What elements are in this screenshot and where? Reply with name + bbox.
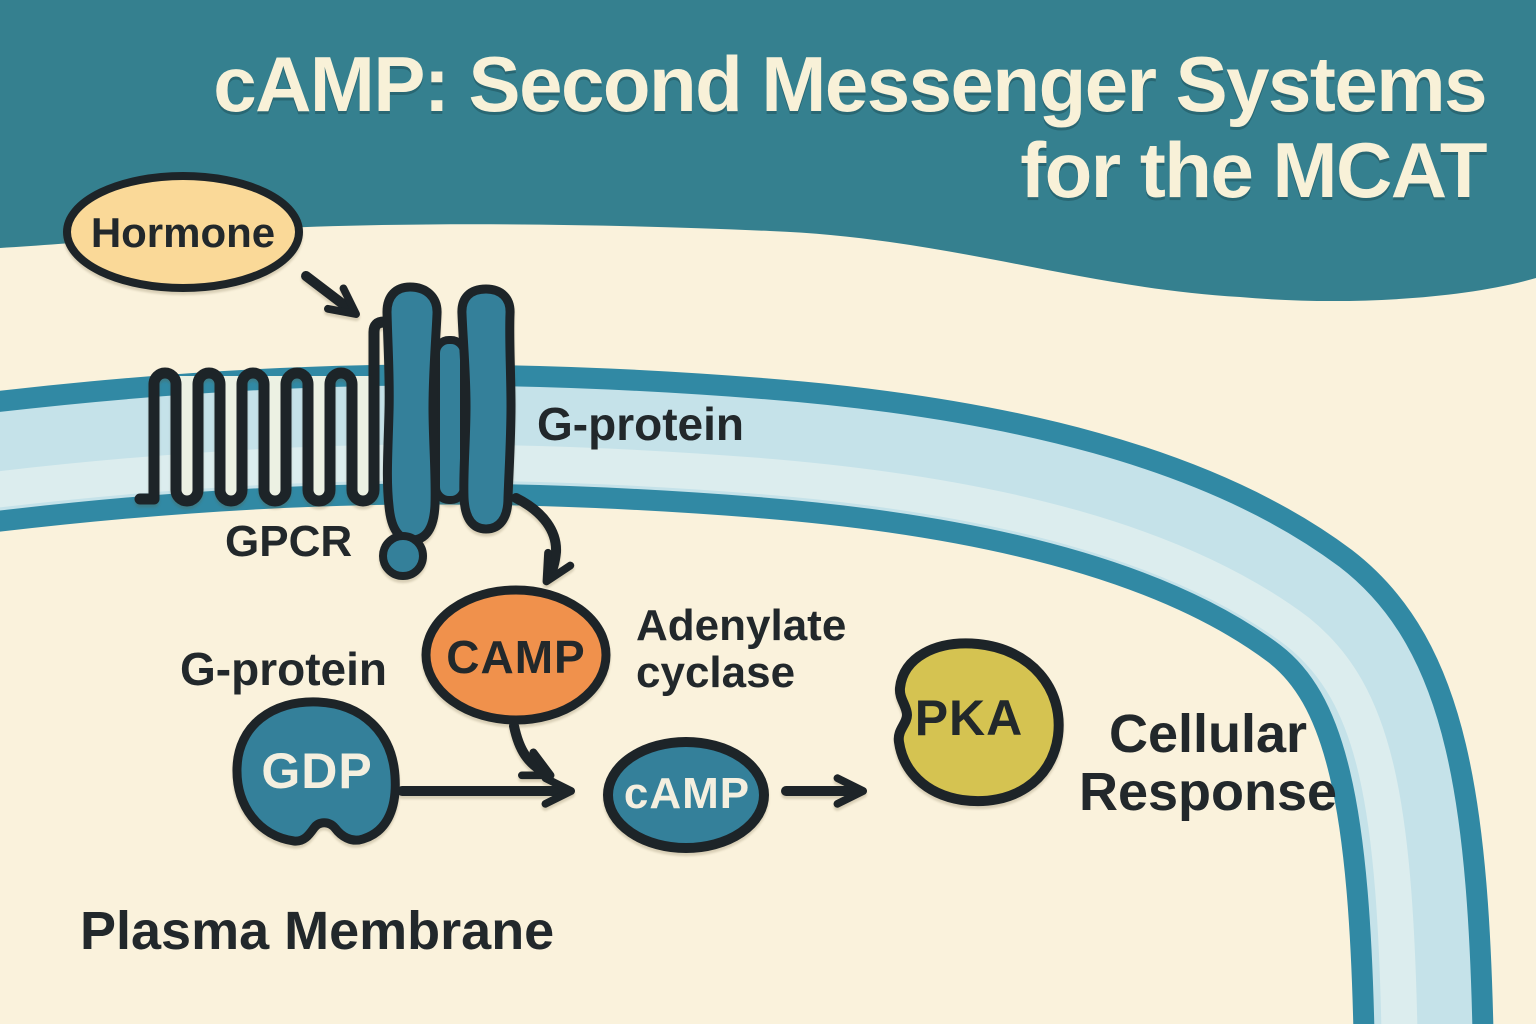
page-title-line1: cAMP: Second Messenger Systems: [213, 40, 1487, 128]
pka-label: PKA: [914, 689, 1024, 746]
gdp-label: GDP: [261, 742, 373, 799]
gpcr-left-lobe: [382, 282, 442, 545]
adenylate-cyclase-label: Adenylate cyclase: [636, 602, 846, 696]
cellular-response-line1: Cellular: [1108, 704, 1308, 764]
gpcr-receptor: [379, 282, 516, 580]
gpcr-serpentine: [134, 316, 398, 507]
adenylate-cyclase-blob-label: CAMP: [446, 630, 586, 683]
pka-blob: [893, 638, 1064, 807]
camp-messenger-ellipse: [603, 737, 769, 853]
gpcr-right-lobe: [457, 284, 516, 534]
header-wave: [0, 0, 1536, 302]
g-protein-lower-label: G-protein: [180, 643, 387, 695]
adenylate-cyclase-label-line2: cyclase: [636, 648, 796, 697]
adenylate-cyclase-ellipse: [421, 585, 611, 725]
g-protein-gdp-blob: [232, 697, 400, 846]
cellular-response-line2: Response: [1078, 762, 1338, 822]
hormone-ellipse: [63, 172, 303, 292]
adenylate-cyclase-label-line1: Adenylate: [636, 601, 847, 650]
cellular-response-label: Cellular Response: [1079, 705, 1337, 821]
plasma-membrane-label: Plasma Membrane: [80, 901, 555, 961]
arrow-adenylate-cyclase-to-camp-icon: [509, 721, 555, 780]
camp-messenger-label: cAMP: [623, 768, 751, 818]
arrow-gpcr-to-adenylate-cyclase-icon: [511, 493, 575, 586]
gpcr-label: GPCR: [225, 517, 353, 566]
arrow-hormone-to-gpcr-icon: [301, 271, 360, 318]
gpcr-intracellular-subunit: [379, 532, 427, 580]
g-protein-membrane-label: G-protein: [537, 398, 744, 450]
page-title: cAMP: Second Messenger Systems for the M…: [213, 40, 1487, 214]
hormone-label: Hormone: [90, 208, 276, 256]
page-title-line2: for the MCAT: [1020, 125, 1487, 214]
